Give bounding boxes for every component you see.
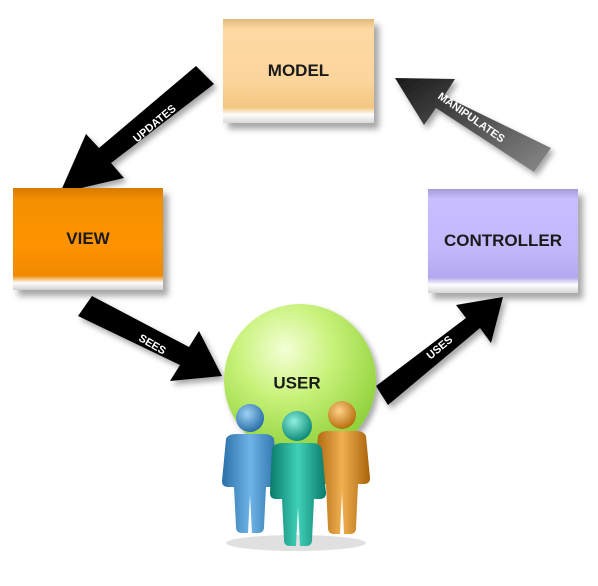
controller-label: CONTROLLER xyxy=(443,231,563,250)
controller-box: CONTROLLER xyxy=(428,189,578,293)
person-teal-icon xyxy=(270,411,326,546)
person-blue-icon xyxy=(222,404,278,533)
model-label: MODEL xyxy=(267,61,330,80)
user-label: USER xyxy=(273,373,320,392)
view-label: VIEW xyxy=(66,229,110,248)
model-box: MODEL xyxy=(223,19,374,123)
updates-arrow: UPDATES xyxy=(60,66,214,193)
manipulates-label: MANIPULATES xyxy=(435,90,506,145)
uses-arrow: USES xyxy=(376,297,503,405)
manipulates-arrow: MANIPULATES xyxy=(395,78,551,172)
users-group xyxy=(222,401,370,551)
view-box: VIEW xyxy=(13,188,163,290)
sees-arrow: SEES xyxy=(78,296,222,381)
person-orange-icon xyxy=(314,401,370,534)
